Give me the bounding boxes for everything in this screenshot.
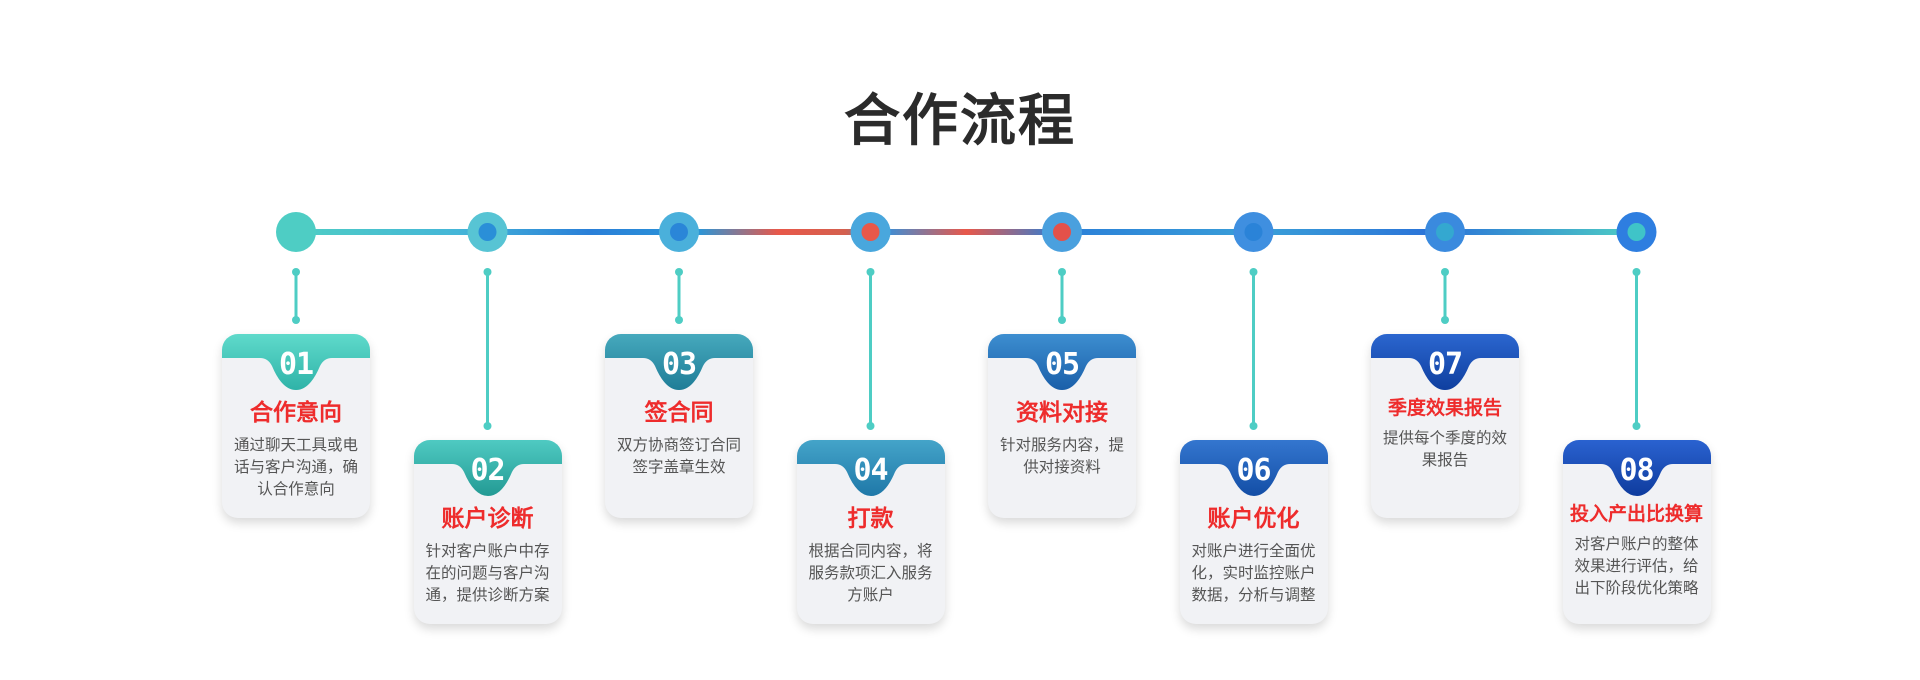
step-card-07: 07 季度效果报告提供每个季度的效果报告 xyxy=(1371,334,1519,518)
step-number-badge: 01 xyxy=(222,334,370,392)
connector-end-08-0 xyxy=(1632,268,1641,276)
step-description: 双方协商签订合同签字盖章生效 xyxy=(616,437,741,476)
step-description: 对账户进行全面优化，实时监控账户数据，分析与调整 xyxy=(1191,543,1316,604)
step-number: 03 xyxy=(661,347,697,382)
step-card-05: 05 资料对接针对服务内容，提供对接资料 xyxy=(988,334,1136,518)
connector-end-01-0 xyxy=(292,268,300,276)
step-title: 签合同 xyxy=(644,399,714,425)
timeline-node-core-03 xyxy=(670,223,688,241)
connector-end-02-0 xyxy=(483,268,492,276)
step-number-badge: 06 xyxy=(1179,440,1328,498)
step-number-badge: 08 xyxy=(1562,440,1711,498)
step-title: 合作意向 xyxy=(250,399,342,425)
step-description: 根据合同内容，将服务款项汇入服务方账户 xyxy=(808,543,933,604)
step-number-badge: 02 xyxy=(413,440,562,498)
step-title: 打款 xyxy=(847,505,894,531)
connector-end-01-1 xyxy=(292,316,300,324)
step-title: 季度效果报告 xyxy=(1387,398,1502,419)
step-number: 05 xyxy=(1044,347,1080,382)
step-description: 针对服务内容，提供对接资料 xyxy=(999,437,1124,476)
step-number-badge: 05 xyxy=(988,334,1136,392)
timeline-node-core-04 xyxy=(861,223,880,241)
timeline-node-core-07 xyxy=(1436,223,1454,241)
step-title: 资料对接 xyxy=(1016,399,1108,425)
connector-end-03-0 xyxy=(675,268,683,276)
step-number: 06 xyxy=(1236,453,1271,488)
step-card-01: 01 合作意向通过聊天工具或电话与客户沟通，确认合作意向 xyxy=(222,334,370,518)
timeline-node-core-01 xyxy=(287,223,305,241)
step-number: 04 xyxy=(853,453,888,488)
connector-end-06-1 xyxy=(1249,422,1258,430)
timeline-node-core-02 xyxy=(478,223,497,241)
step-number: 01 xyxy=(278,347,314,382)
step-number-badge: 04 xyxy=(796,440,945,498)
step-number-badge: 03 xyxy=(605,334,753,392)
connector-end-04-0 xyxy=(866,268,875,276)
timeline-node-core-05 xyxy=(1053,223,1071,241)
timeline-node-core-06 xyxy=(1244,223,1263,241)
connector-end-04-1 xyxy=(866,422,875,430)
step-card-03: 03 签合同双方协商签订合同签字盖章生效 xyxy=(605,334,753,518)
timeline-node-core-08 xyxy=(1627,223,1646,241)
connector-end-08-1 xyxy=(1632,422,1641,430)
step-description: 针对客户账户中存在的问题与客户沟通，提供诊断方案 xyxy=(425,543,550,604)
step-number: 08 xyxy=(1619,453,1654,488)
step-description: 提供每个季度的效果报告 xyxy=(1382,430,1507,469)
connector-end-06-0 xyxy=(1249,268,1258,276)
step-title: 账户优化 xyxy=(1207,505,1300,531)
connector-end-07-0 xyxy=(1441,268,1449,276)
page-title: 合作流程 xyxy=(844,89,1076,152)
step-card-02: 02 账户诊断针对客户账户中存在的问题与客户沟通，提供诊断方案 xyxy=(413,440,562,624)
connector-end-05-0 xyxy=(1058,268,1066,276)
step-card-04: 04 打款根据合同内容，将服务款项汇入服务方账户 xyxy=(796,440,945,624)
step-number: 07 xyxy=(1427,347,1463,382)
connector-end-03-1 xyxy=(675,316,683,324)
step-description: 对客户账户的整体效果进行评估，给出下阶段优化策略 xyxy=(1574,536,1699,597)
timeline-bar xyxy=(296,229,1636,235)
step-card-08: 08 投入产出比换算对客户账户的整体效果进行评估，给出下阶段优化策略 xyxy=(1562,440,1711,624)
step-title: 账户诊断 xyxy=(441,505,534,531)
connector-end-05-1 xyxy=(1058,316,1066,324)
step-number: 02 xyxy=(470,453,505,488)
connector-end-02-1 xyxy=(483,422,492,430)
step-number-badge: 07 xyxy=(1371,334,1519,392)
step-title: 投入产出比换算 xyxy=(1569,504,1703,525)
step-card-06: 06 账户优化对账户进行全面优化，实时监控账户数据，分析与调整 xyxy=(1179,440,1328,624)
connector-end-07-1 xyxy=(1441,316,1449,324)
step-description: 通过聊天工具或电话与客户沟通，确认合作意向 xyxy=(233,437,358,498)
